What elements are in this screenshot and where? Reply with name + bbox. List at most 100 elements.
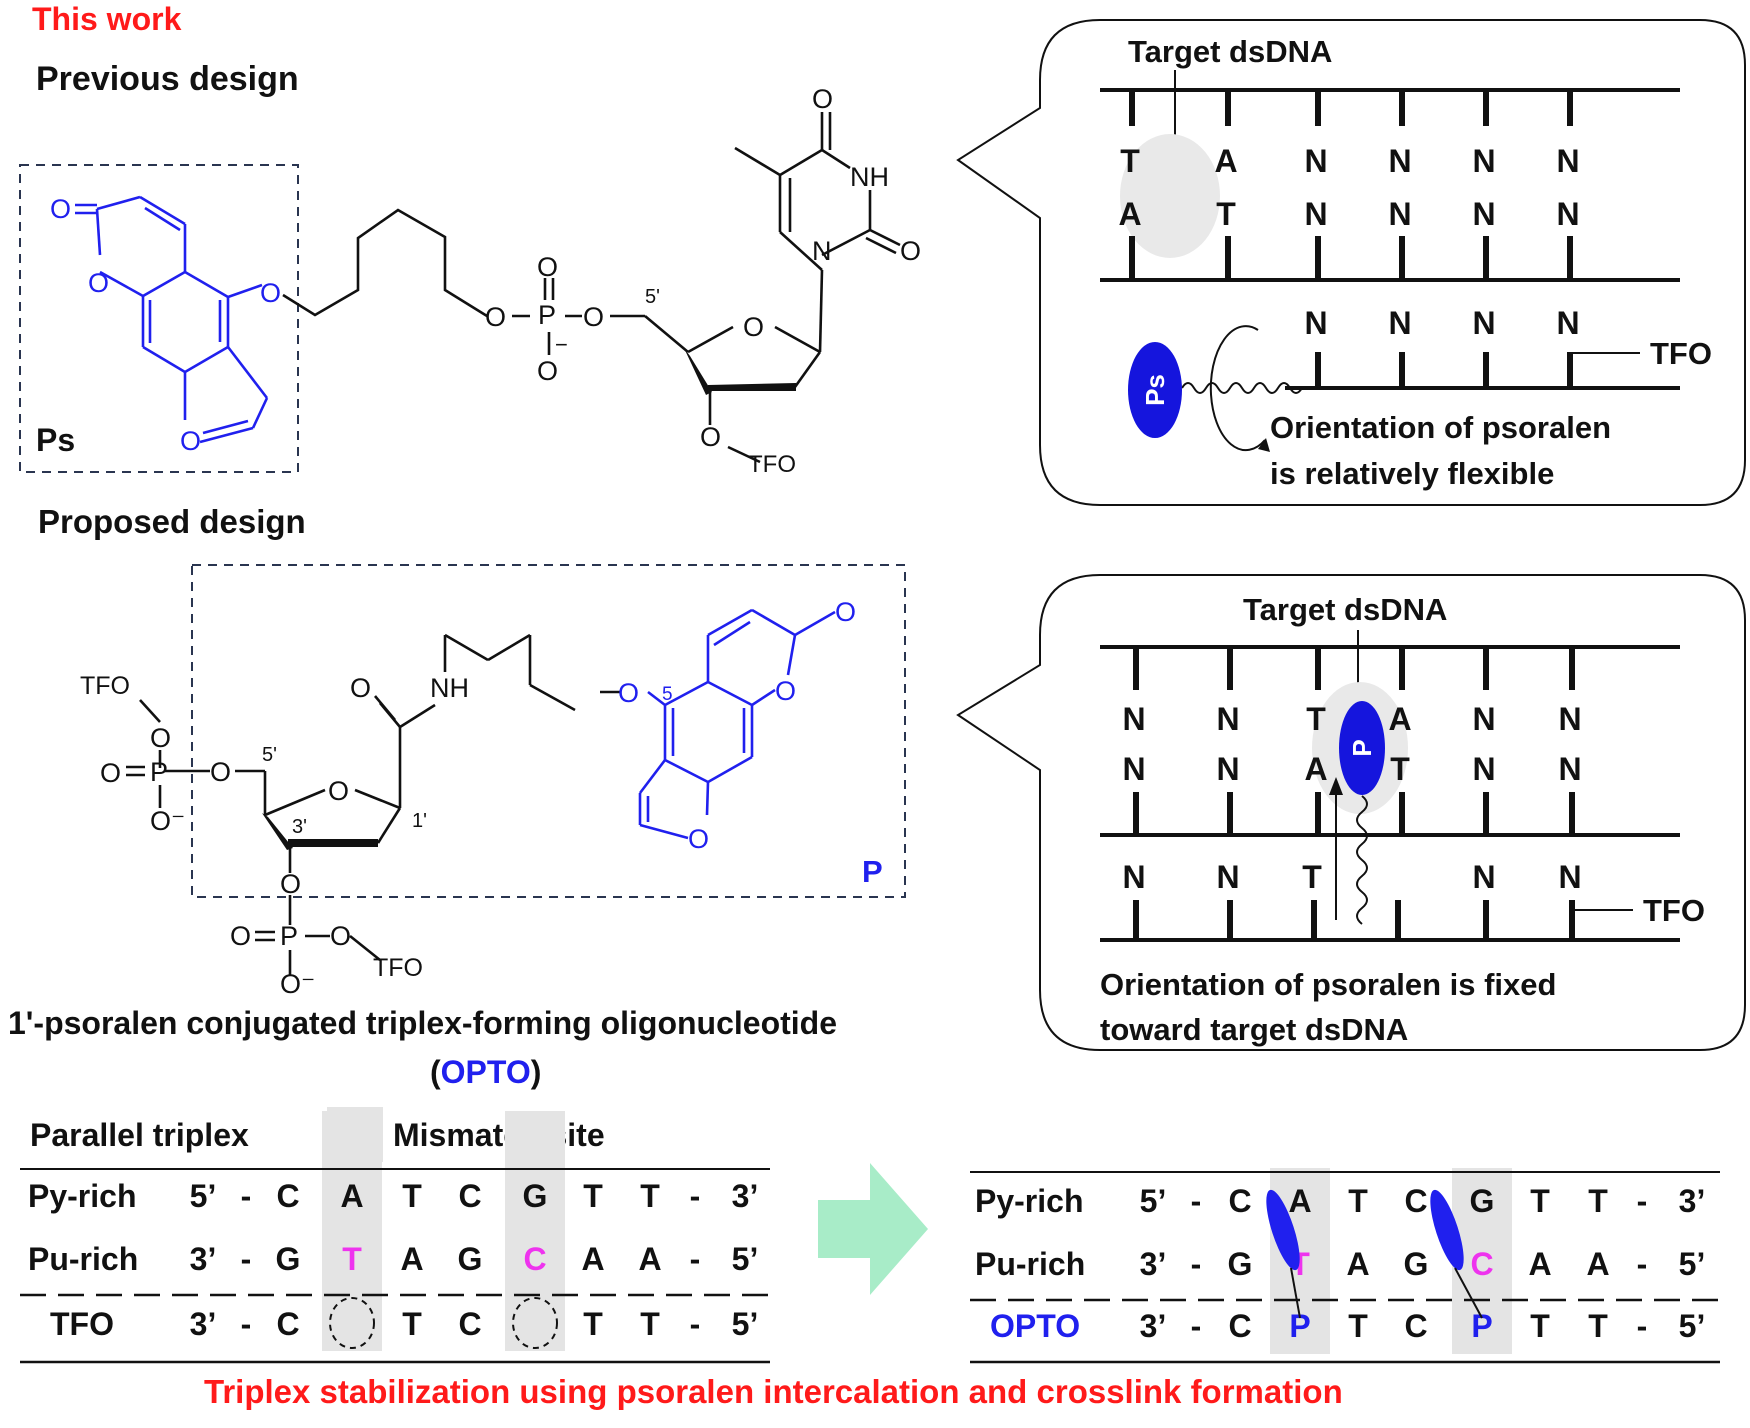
sequence-base: - [690, 1306, 701, 1342]
sequence-base: G [1404, 1246, 1429, 1282]
caption-line1: Orientation of psoralen is fixed [1100, 967, 1556, 1002]
sequence-base: C [458, 1306, 481, 1342]
linker [1356, 795, 1368, 925]
atom-o: O [743, 312, 764, 342]
sequence-base: 3’ [732, 1178, 759, 1214]
base-letter: N [1556, 196, 1579, 232]
psoralen-ps-skeleton [75, 195, 269, 444]
crosslink-line [1454, 1267, 1483, 1319]
wedge-bond [288, 839, 378, 847]
sequence-base: - [1191, 1308, 1202, 1344]
sequence-base: C [458, 1178, 481, 1214]
sequence-base: - [1637, 1246, 1648, 1282]
label-tfo: TFO [748, 451, 796, 478]
sequence-base: P [1289, 1308, 1310, 1344]
atom-o: O [537, 356, 558, 386]
base-letter: N [1472, 859, 1495, 895]
row-label: OPTO [990, 1308, 1080, 1344]
base-letter: N [1472, 701, 1495, 737]
this-work-label: This work [32, 1, 182, 37]
sequence-base: T [640, 1306, 660, 1342]
sequence-base: C [1228, 1308, 1251, 1344]
wedge-bond [684, 348, 712, 395]
base-letter: T [1390, 751, 1410, 787]
sequence-base: T [402, 1306, 422, 1342]
p-box-label: P [862, 854, 883, 889]
base-letter: N [1122, 701, 1145, 737]
intercalation-site-ellipse [1120, 134, 1220, 258]
sequence-base: T [1588, 1183, 1608, 1219]
base-letter: N [1388, 143, 1411, 179]
base-letter: N [1558, 751, 1581, 787]
sequence-base: A [340, 1178, 363, 1214]
sequence-base: G [523, 1178, 548, 1214]
panel-title: Target dsDNA [1243, 592, 1447, 627]
parallel-triplex-heading: Parallel triplex [30, 1117, 249, 1153]
footer-caption: Triplex stabilization using psoralen int… [204, 1373, 1343, 1410]
previous-structure: Ps O O [19, 84, 921, 478]
sequence-base: - [1637, 1308, 1648, 1344]
psoralen-p-atoms: O 5 O O O [618, 597, 856, 854]
sequence-base: 3’ [1679, 1183, 1706, 1219]
wedge-bond [262, 813, 293, 850]
base-letter: A [1118, 196, 1141, 232]
opto-title-line2: (OPTO) [430, 1054, 541, 1090]
wedge-bond [708, 383, 796, 391]
sequence-base: 3’ [1140, 1308, 1167, 1344]
sequence-base: T [583, 1306, 603, 1342]
row-label: Py-rich [28, 1178, 136, 1214]
ps-ellipse [1128, 342, 1182, 438]
atom-o: O [350, 673, 371, 703]
row-label: Py-rich [975, 1183, 1083, 1219]
base-letter: N [1388, 305, 1411, 341]
base-letter: N [1556, 305, 1579, 341]
psoralen-ps-atoms: O O O O [50, 194, 281, 456]
base-letter: N [1216, 701, 1239, 737]
base-letter: A [1388, 701, 1411, 737]
sequence-base: C [276, 1178, 299, 1214]
sequence-base: C [1404, 1308, 1427, 1344]
base-letter: A [1214, 143, 1237, 179]
atom-o: O [835, 597, 856, 627]
p-ellipse-label: P [1347, 739, 1377, 756]
atom-o: O [812, 84, 833, 114]
sequence-base: C [1228, 1183, 1251, 1219]
tfo-label: TFO [1650, 336, 1712, 371]
psoralen-intercalator [1430, 1189, 1464, 1271]
atom-o: O [485, 302, 506, 332]
atom-o: O [100, 758, 121, 788]
sequence-base: - [690, 1241, 701, 1277]
atom-p: P [280, 921, 298, 951]
sequence-base: A [638, 1241, 661, 1277]
empty-site-circle [512, 1297, 558, 1349]
paren-close: ) [531, 1054, 542, 1090]
caption-line1: Orientation of psoralen [1270, 410, 1611, 445]
label-5prime: 5' [262, 744, 277, 766]
base-letter: N [1388, 196, 1411, 232]
base-letter: N [1472, 751, 1495, 787]
crosslink-line [1290, 1267, 1301, 1319]
transition-arrow [818, 1163, 928, 1295]
proposed-design-heading: Proposed design [38, 503, 306, 540]
atom-o: O [618, 678, 639, 708]
label-tfo: TFO [80, 672, 130, 700]
panel-title: Target dsDNA [1128, 34, 1332, 69]
base-letter: N [1472, 143, 1495, 179]
sequence-base: G [458, 1241, 483, 1277]
previous-atoms: O P O O O − O O O NH O N 5' TFO [485, 84, 921, 478]
sequence-base: A [1528, 1246, 1551, 1282]
p-ellipse [1339, 701, 1385, 795]
sequence-base: T [583, 1178, 603, 1214]
atom-o: O [180, 426, 201, 456]
sequence-base: 3’ [190, 1241, 217, 1277]
ps-ellipse-label: Ps [1140, 374, 1170, 406]
proposed-atoms: TFO O O P O⁻ O 5' O 3' 1' O NH O O P O O… [80, 672, 469, 999]
sequence-base: P [1471, 1308, 1492, 1344]
sequence-base: G [276, 1241, 301, 1277]
